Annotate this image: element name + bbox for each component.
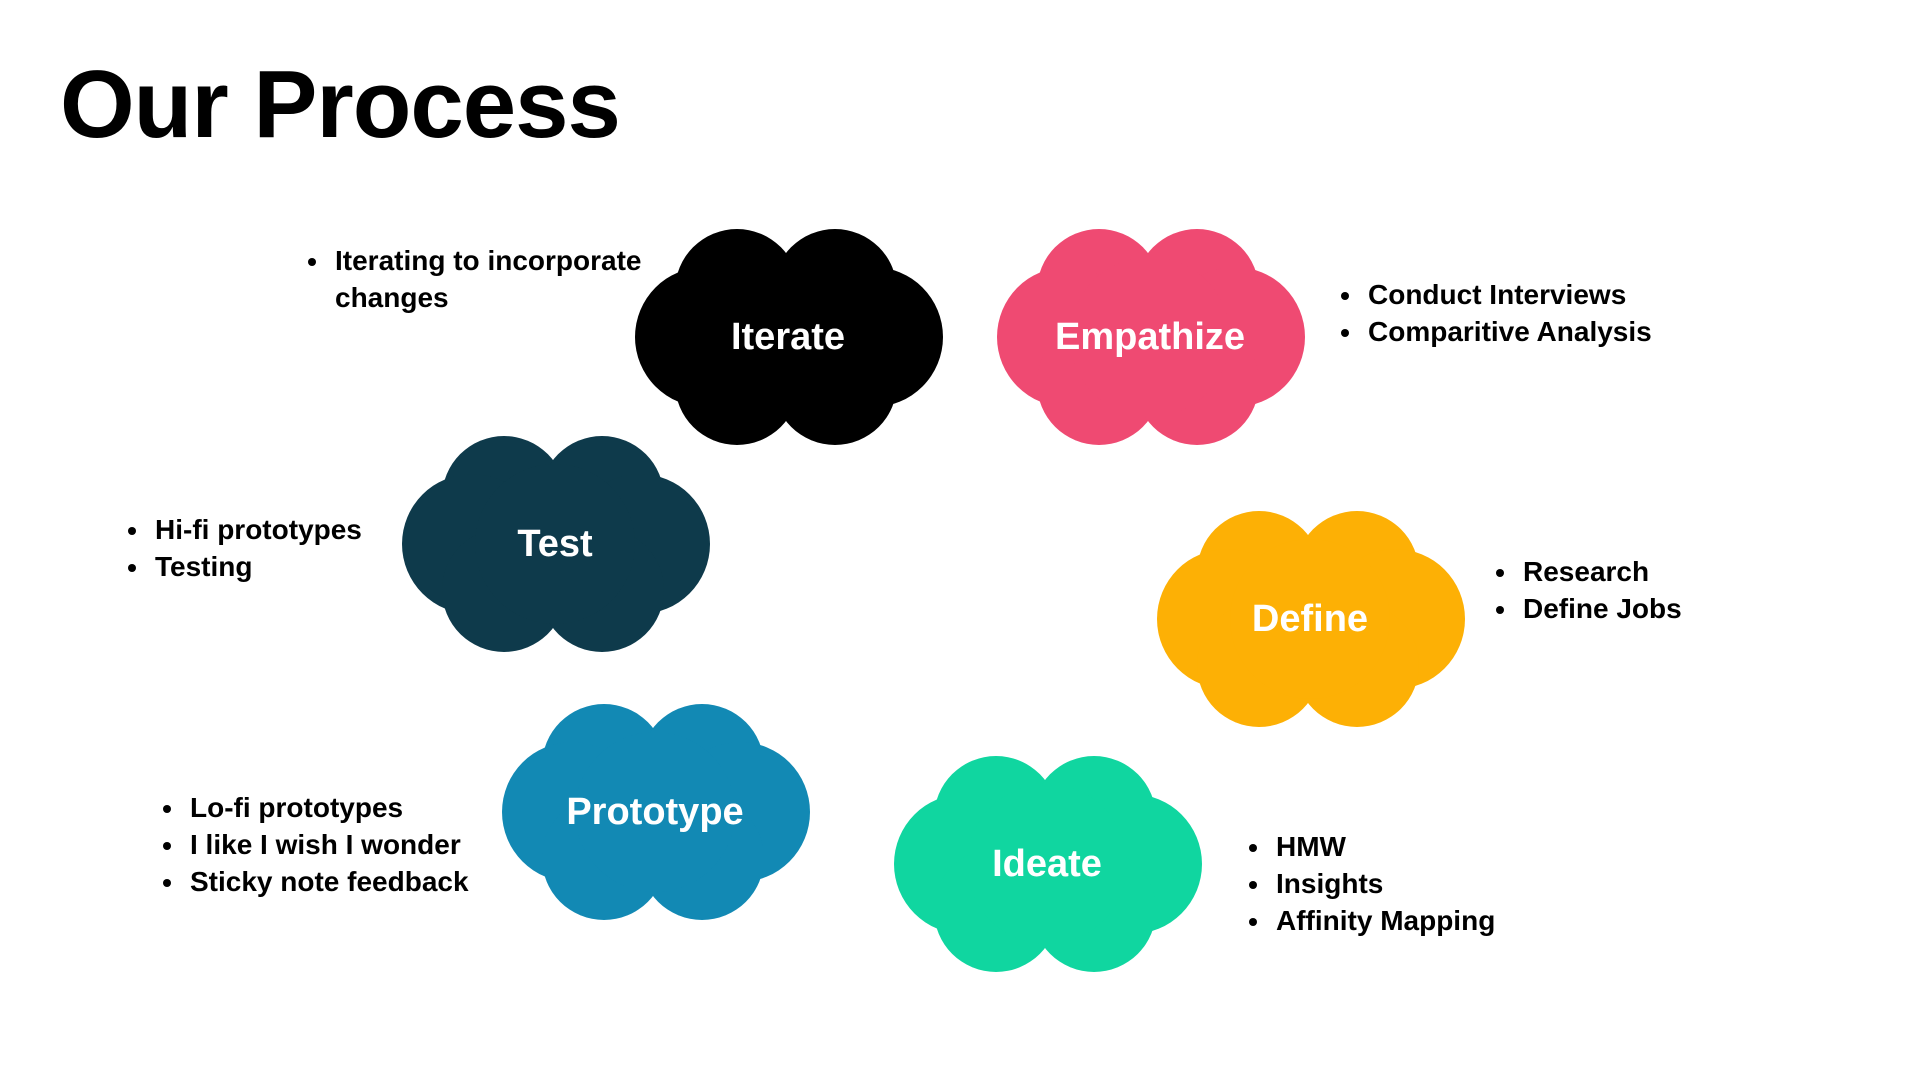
- list-item: Iterating to incorporate changes: [331, 242, 661, 316]
- ideate-label: Ideate: [992, 843, 1102, 885]
- iterate-bullets: Iterating to incorporate changes: [309, 242, 661, 316]
- list-item: Define Jobs: [1519, 590, 1819, 627]
- prototype-label: Prototype: [566, 791, 744, 833]
- test-cloud: Test: [400, 432, 710, 657]
- iterate-label: Iterate: [730, 316, 846, 358]
- list-item: Hi-fi prototypes: [151, 511, 451, 548]
- list-item: Sticky note feedback: [186, 863, 526, 900]
- define-label: Define: [1251, 598, 1369, 640]
- page-title: Our Process: [60, 51, 621, 158]
- empathize-cloud: Empathize: [995, 225, 1305, 450]
- test-label: Test: [517, 523, 593, 565]
- define-bullets: Research Define Jobs: [1497, 553, 1819, 627]
- define-cloud: Define: [1155, 507, 1465, 732]
- list-item: Comparitive Analysis: [1364, 313, 1764, 350]
- ideate-cloud-shape: [894, 756, 1202, 972]
- prototype-cloud: Prototype: [500, 700, 810, 925]
- ideate-bullets: HMW Insights Affinity Mapping: [1250, 828, 1592, 939]
- empathize-label: Empathize: [1054, 316, 1246, 358]
- list-item: Research: [1519, 553, 1819, 590]
- iterate-cloud: Iterate: [633, 225, 943, 450]
- test-bullets: Hi-fi prototypes Testing: [129, 511, 451, 585]
- define-cloud-shape: [1157, 511, 1465, 727]
- ideate-cloud: Ideate: [892, 752, 1202, 977]
- iterate-cloud-shape: [635, 229, 943, 445]
- list-item: Lo-fi prototypes: [186, 789, 526, 826]
- test-cloud-shape: [402, 436, 710, 652]
- prototype-bullets: Lo-fi prototypes I like I wish I wonder …: [164, 789, 526, 900]
- list-item: Testing: [151, 548, 451, 585]
- list-item: HMW: [1272, 828, 1592, 865]
- empathize-cloud-shape: [997, 229, 1305, 445]
- prototype-cloud-shape: [502, 704, 810, 920]
- empathize-bullets: Conduct Interviews Comparitive Analysis: [1342, 276, 1764, 350]
- list-item: Insights: [1272, 865, 1592, 902]
- list-item: Conduct Interviews: [1364, 276, 1764, 313]
- list-item: I like I wish I wonder: [186, 826, 526, 863]
- list-item: Affinity Mapping: [1272, 902, 1592, 939]
